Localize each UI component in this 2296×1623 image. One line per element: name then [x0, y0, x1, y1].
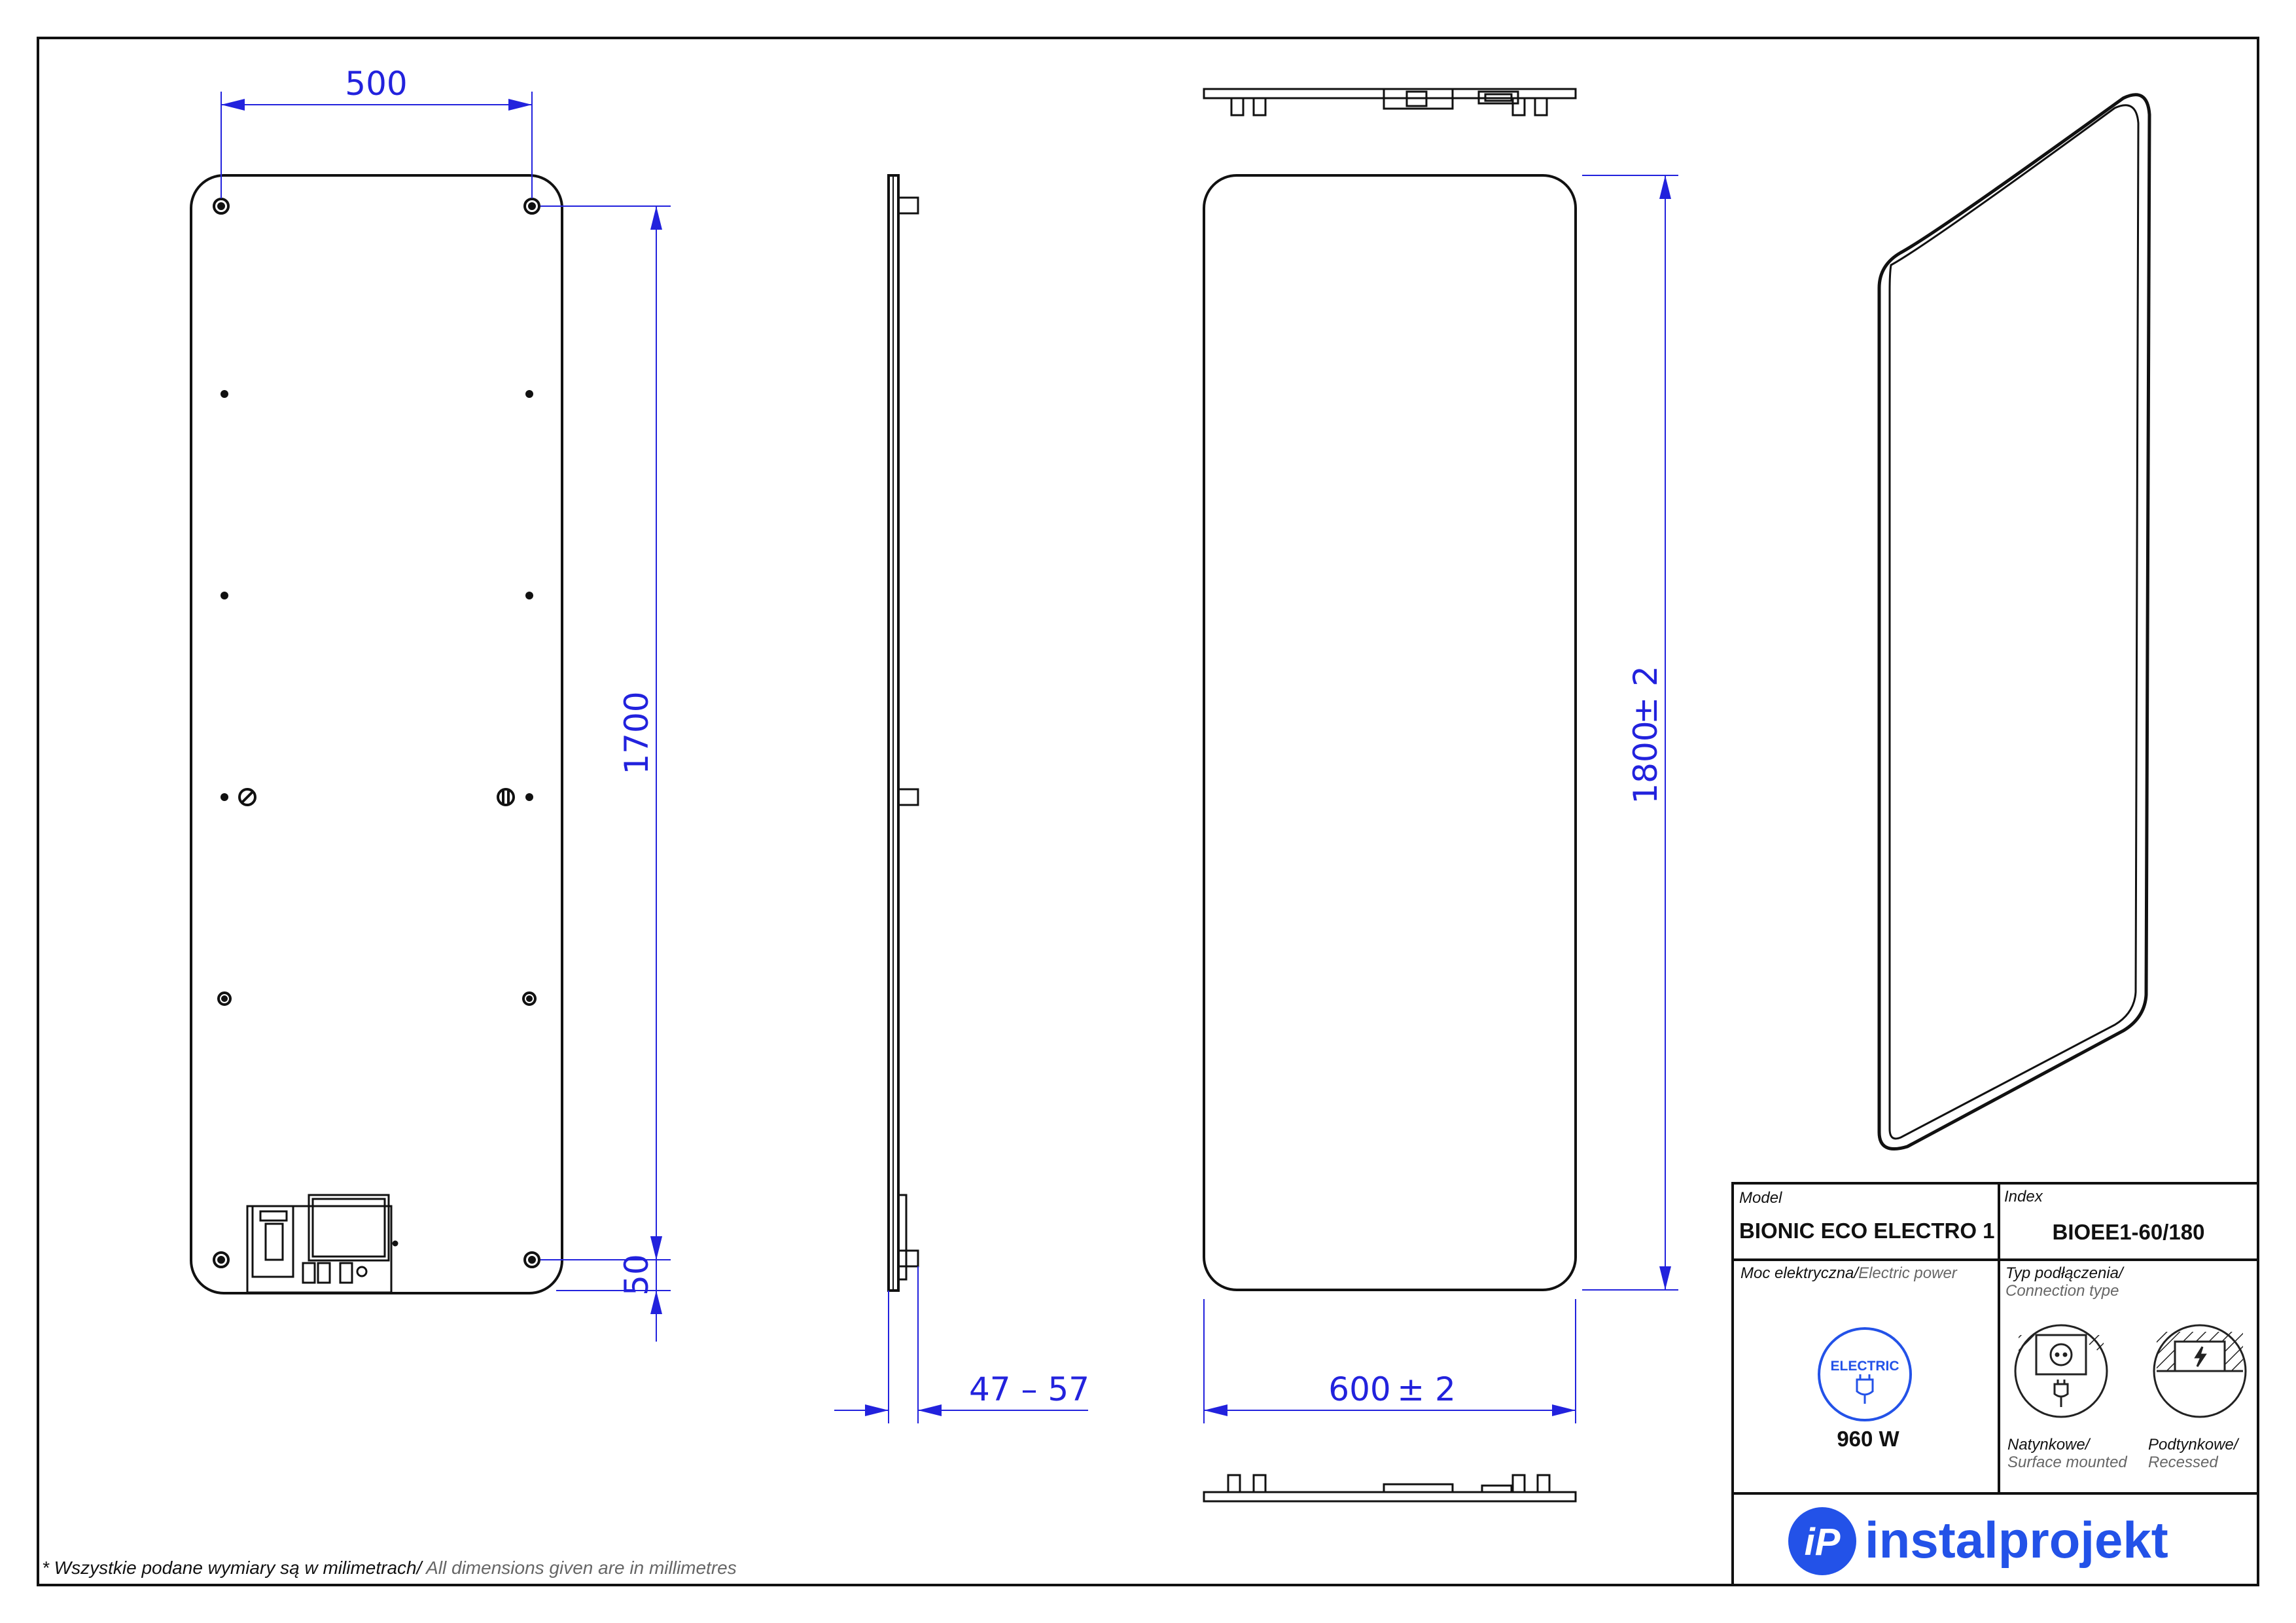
surface-mounted-icon — [2014, 1324, 2108, 1418]
model-value: BIONIC ECO ELECTRO 1 — [1739, 1219, 1995, 1243]
index-label: Index — [2004, 1188, 2043, 1205]
dim-depth: 47 – 57 — [969, 1370, 1089, 1408]
dim-hole-spacing: 1700 — [618, 691, 656, 774]
rear-panel-outline — [190, 174, 563, 1294]
footnote: * Wszystkie podane wymiary są w milimetr… — [42, 1558, 737, 1578]
dim-width-top: 500 — [345, 65, 407, 103]
rear-view — [190, 174, 563, 1294]
rear-dot — [525, 592, 533, 599]
rear-dot — [525, 793, 533, 801]
side-bracket-top — [897, 196, 919, 215]
electrical-junction-box — [246, 1194, 398, 1294]
recessed-pl: Podtynkowe/ — [2148, 1436, 2240, 1454]
title-block — [1731, 1182, 2259, 1586]
side-view — [887, 174, 919, 1292]
logo-mark — [1788, 1507, 1856, 1575]
lower-hole-left — [217, 991, 232, 1006]
brand-name: instalprojekt — [1865, 1511, 2168, 1569]
dim-front-height: 1800 — [1627, 721, 1665, 804]
brand-logo: iP instalprojekt — [1788, 1507, 2168, 1575]
side-junction-box — [898, 1194, 908, 1281]
surface-mounted-en: Surface mounted — [2007, 1454, 2127, 1471]
middle-fixing-left — [238, 788, 256, 806]
side-bracket-bottom — [897, 1249, 919, 1268]
sheet-border — [37, 37, 2259, 1586]
mounting-hole-bottom-left — [213, 1251, 230, 1268]
top-view — [1203, 88, 1577, 116]
front-panel-outline — [1203, 174, 1577, 1291]
mounting-hole-bottom-right — [523, 1251, 540, 1268]
dim-front-height-tolerance: ± 2 — [1627, 666, 1665, 724]
electric-power-icon: ELECTRIC — [1818, 1327, 1912, 1421]
middle-fixing-right — [497, 788, 515, 806]
rear-dot — [221, 592, 228, 599]
side-bracket-middle — [897, 788, 919, 806]
dim-front-width-tolerance: ± 2 — [1397, 1370, 1456, 1408]
mounting-hole-top-left — [213, 198, 230, 215]
bottom-view — [1203, 1474, 1577, 1503]
front-view-dimensions — [1203, 175, 1678, 1423]
rear-dot — [221, 390, 228, 398]
connection-label-pl: Typ podłączenia/ — [2005, 1264, 2125, 1282]
rear-dot — [221, 793, 228, 801]
lower-hole-right — [522, 991, 537, 1006]
rear-view-dimensions — [221, 92, 671, 1342]
index-value: BIOEE1-60/180 — [2053, 1220, 2205, 1244]
model-label: Model — [1739, 1189, 1782, 1207]
recessed-icon — [2153, 1324, 2247, 1418]
mounting-hole-top-right — [523, 198, 540, 215]
rear-dot — [525, 390, 533, 398]
dim-front-width: 600 — [1328, 1370, 1390, 1408]
logo-letters: iP — [1805, 1521, 1841, 1563]
front-view — [1203, 174, 1577, 1291]
dim-bottom-offset: 50 — [618, 1254, 656, 1296]
side-view-dimensions — [834, 1266, 1088, 1423]
power-value: 960 W — [1837, 1427, 1899, 1451]
connection-label-en: Connection type — [2005, 1282, 2119, 1300]
electric-badge-text: ELECTRIC — [1831, 1359, 1899, 1374]
perspective-view — [1877, 93, 2151, 1150]
recessed-en: Recessed — [2148, 1454, 2218, 1471]
surface-mounted-pl: Natynkowe/ — [2007, 1436, 2091, 1454]
power-label: Moc elektryczna/Electric power — [1740, 1264, 1958, 1282]
